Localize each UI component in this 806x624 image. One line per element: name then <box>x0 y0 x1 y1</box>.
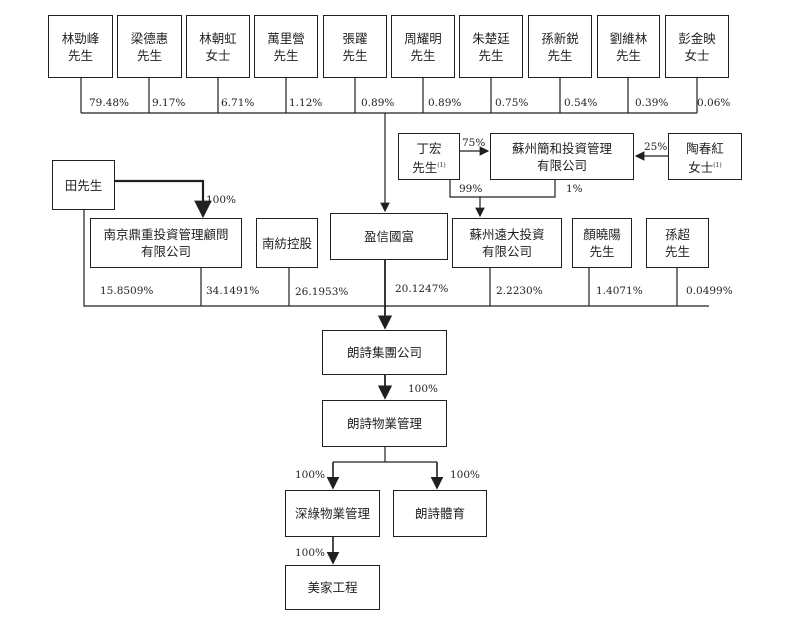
pct-label: 6.71% <box>221 97 255 109</box>
meijia-engineering-box: 美家工程 <box>285 565 380 610</box>
pct-label: 1.12% <box>289 97 323 109</box>
pct-label: 1% <box>566 183 583 195</box>
shareholder-box: 彭金映 女士 <box>665 15 729 78</box>
shareholder-box: 張躍 先生 <box>323 15 387 78</box>
shareholder-box: 林勁峰 先生 <box>48 15 113 78</box>
shareholder-box: 孫新鋭 先生 <box>528 15 592 78</box>
pct-label: 0.54% <box>564 97 598 109</box>
shenlv-property-box: 深綠物業管理 <box>285 490 380 537</box>
yan-xiaoyang-box: 顏曉陽 先生 <box>572 218 632 268</box>
pct-label: 75% <box>462 137 486 149</box>
mr-tian-box: 田先生 <box>52 160 115 210</box>
nanjing-dingzhong-box: 南京鼎重投資管理顧問 有限公司 <box>90 218 242 268</box>
pct-label: 100% <box>295 547 326 559</box>
pct-label: 79.48% <box>89 97 130 109</box>
pct-label: 9.17% <box>152 97 186 109</box>
yingxin-guofu-box: 盈信國富 <box>330 213 448 260</box>
landsea-group-box: 朗詩集團公司 <box>322 330 447 375</box>
pct-label: 100% <box>295 469 326 481</box>
pct-label: 0.0499% <box>686 285 733 297</box>
note: (1) <box>437 162 446 169</box>
note: (1) <box>713 162 722 169</box>
pct-label: 0.89% <box>428 97 462 109</box>
nanfang-holdings-box: 南紡控股 <box>256 218 318 268</box>
pct-label: 34.1491% <box>206 285 260 297</box>
pct-label: 26.1953% <box>295 286 349 298</box>
pct-label: 0.75% <box>495 97 529 109</box>
tao-chunhong-box: 陶春紅 女士(1) <box>668 133 742 180</box>
pct-label: 0.39% <box>635 97 669 109</box>
sun-chao-box: 孫超 先生 <box>646 218 709 268</box>
ding-hong-box: 丁宏 先生(1) <box>398 133 460 180</box>
pct-label: 2.2230% <box>496 285 543 297</box>
pct-label: 0.06% <box>697 97 731 109</box>
pct-label: 0.89% <box>361 97 395 109</box>
landsea-sports-box: 朗詩體育 <box>393 490 487 537</box>
suzhou-jianhe-box: 蘇州簡和投資管理 有限公司 <box>490 133 634 180</box>
pct-label: 99% <box>459 183 483 195</box>
shareholder-box: 萬里營 先生 <box>254 15 318 78</box>
pct-label: 25% <box>644 141 668 153</box>
pct-label: 20.1247% <box>395 283 449 295</box>
shareholder-box: 梁德惠 先生 <box>117 15 182 78</box>
pct-label: 100% <box>408 383 439 395</box>
pct-label: 1.4071% <box>596 285 643 297</box>
shareholder-box: 林朝虹 女士 <box>186 15 250 78</box>
name: 陶春紅 女士 <box>686 141 724 176</box>
landsea-property-box: 朗詩物業管理 <box>322 400 447 447</box>
pct-label: 100% <box>206 194 237 206</box>
pct-label: 100% <box>450 469 481 481</box>
shareholder-box: 周耀明 先生 <box>391 15 455 78</box>
suzhou-yuanda-box: 蘇州遠大投資 有限公司 <box>452 218 562 268</box>
shareholder-box: 劉維林 先生 <box>597 15 660 78</box>
name: 丁宏 先生 <box>412 141 442 176</box>
pct-label: 15.8509% <box>100 285 154 297</box>
shareholder-box: 朱楚廷 先生 <box>459 15 523 78</box>
